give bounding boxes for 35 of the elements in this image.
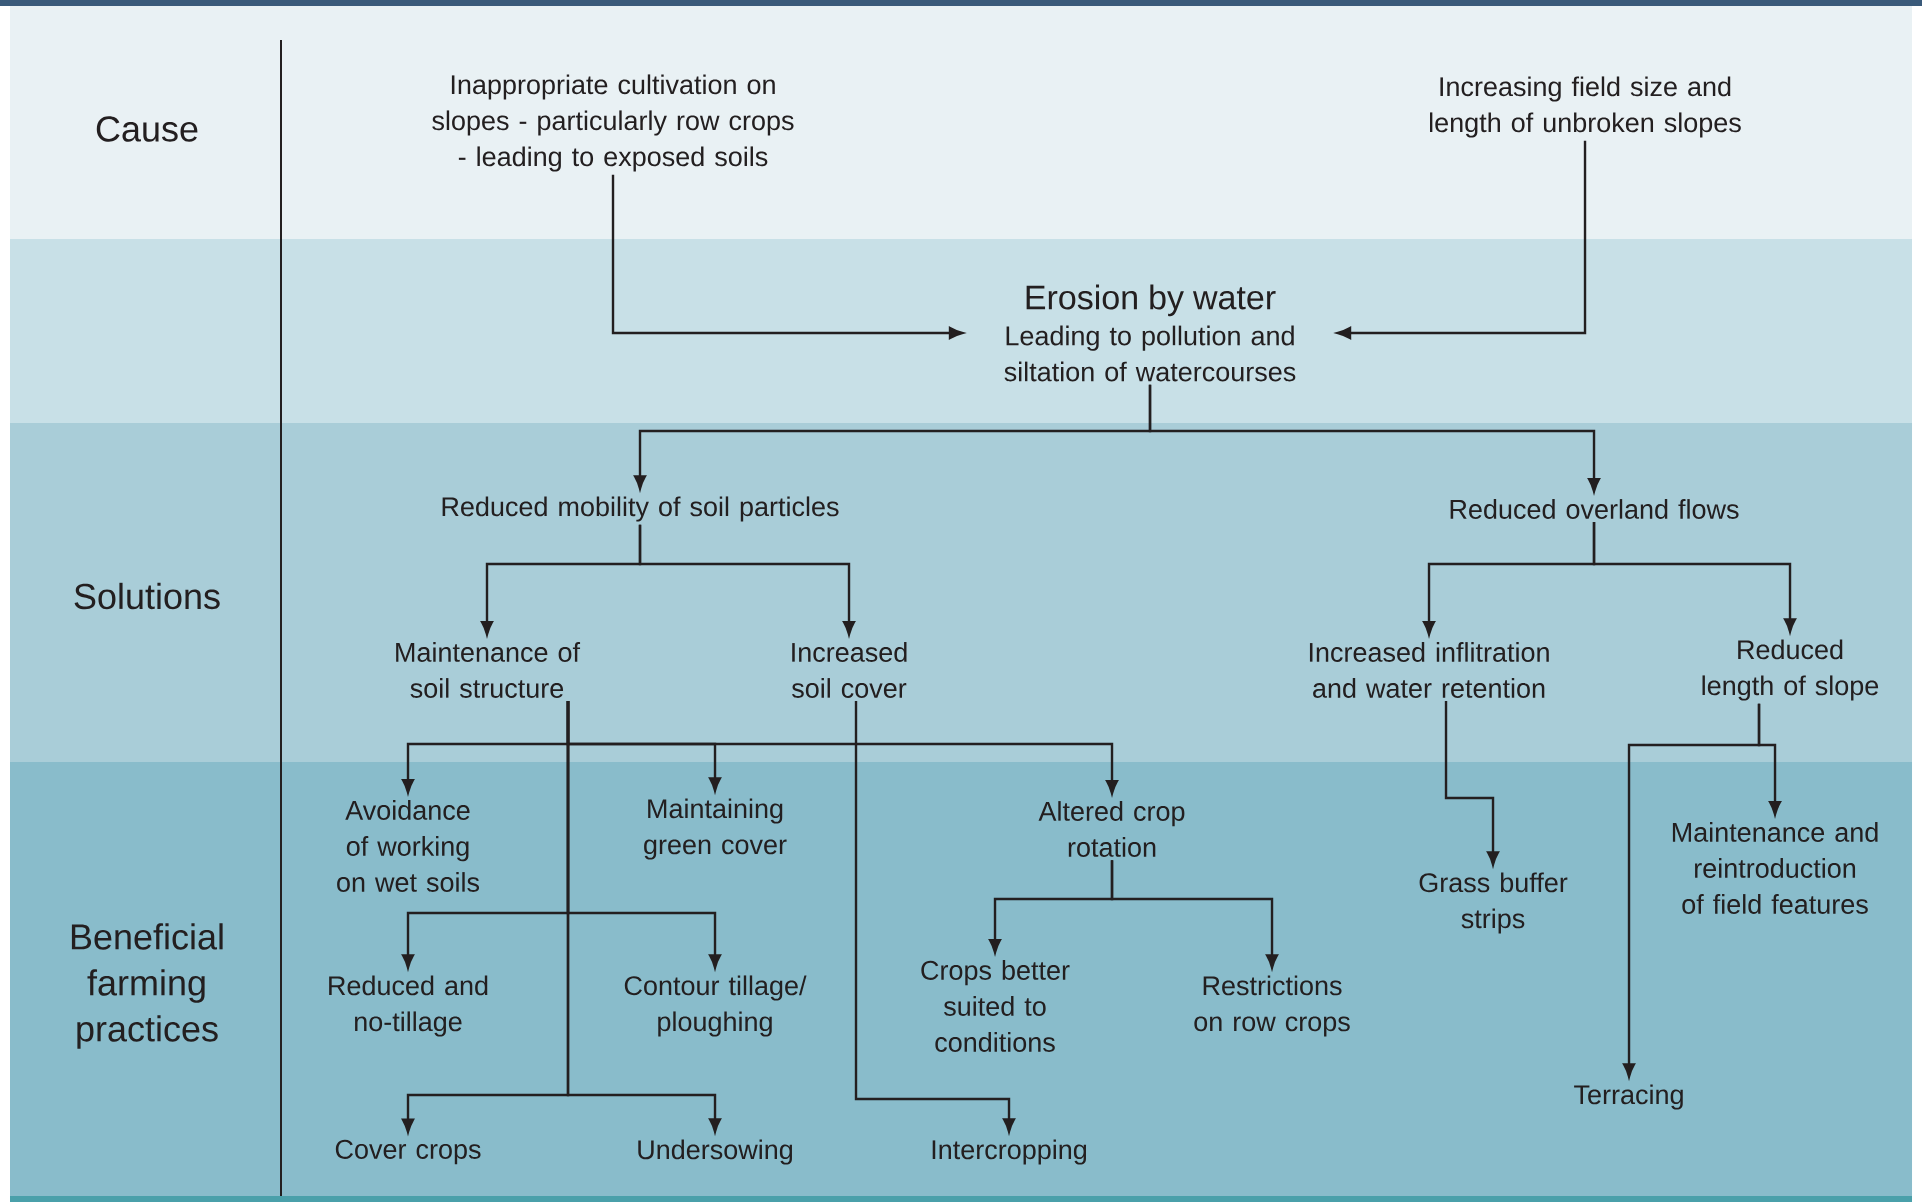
step-text: Contour tillage/ ploughing	[624, 975, 807, 1037]
step-text: Increased inflitration and water retention	[1309, 642, 1549, 698]
arrow	[611, 174, 964, 340]
arrow	[1622, 703, 1761, 1078]
step-text: Crops better suited to conditions	[921, 960, 1070, 1052]
step-text: Undersowing	[638, 1139, 793, 1165]
step-text: Reduced length of slope	[1702, 639, 1879, 701]
step-text: Reduced mobility of soil particles	[442, 496, 839, 522]
step-text: Reduced overland flows	[1450, 499, 1739, 519]
step-text: Altered crop rotation	[1038, 801, 1185, 857]
arrow	[1592, 522, 1797, 633]
step-text: Increased soil cover	[792, 642, 907, 698]
band-label: Beneficial farming practices	[71, 923, 223, 1049]
step-text: Inappropriate cultivation on slopes - particularly row crops - leading to exposed soils	[432, 74, 794, 172]
arrow	[1110, 860, 1279, 969]
step-text: Maintaining green cover	[644, 798, 787, 860]
step-text: Terracing	[1574, 1084, 1683, 1110]
step-text: Avoidance of working on wet soils	[337, 800, 479, 892]
arrow	[638, 524, 856, 636]
band-label: Cause	[96, 116, 198, 142]
band-label: Solutions	[74, 582, 220, 610]
step-text: Maintenance and reintroduction of field features	[1672, 822, 1878, 914]
arrow	[854, 701, 1016, 1133]
step-text: Cover crops	[335, 1139, 481, 1165]
arrow	[1444, 701, 1500, 866]
step-text: Maintenance of soil structure	[396, 642, 581, 698]
step-text: Restrictions on row crops	[1194, 975, 1350, 1037]
arrow	[566, 701, 722, 1133]
arrow	[1148, 384, 1601, 493]
step-text: Erosion by water Leading to pollution and siltation of watercourses	[1004, 284, 1296, 382]
step-text: Grass buffer strips	[1419, 872, 1568, 934]
step-text: Increasing field size and length of unbroken slopes	[1430, 76, 1741, 138]
arrow	[1336, 140, 1587, 340]
step-text: Reduced and no-tillage	[329, 975, 488, 1037]
step-text: Intercropping	[932, 1139, 1087, 1165]
